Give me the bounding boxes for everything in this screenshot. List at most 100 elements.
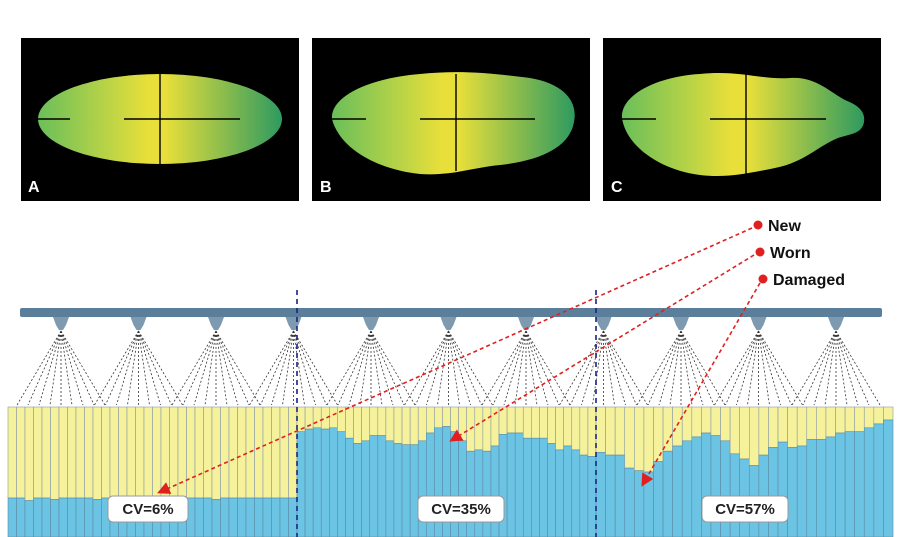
column-fill-s2-9 [369,435,379,537]
column-empty-s3-21 [796,406,808,447]
column-fill-s1-4 [41,497,51,537]
spray-line [426,330,449,406]
legend-dot-worn [755,247,765,257]
cv-text-3: CV=57% [715,501,775,518]
column-fill-s2-4 [329,427,338,537]
column-empty-s3-7 [662,406,673,452]
spray-line [658,330,682,406]
column-fill-s2-30 [539,437,548,537]
spray-pattern-b [331,72,575,175]
column-fill-s3-24 [825,436,836,537]
column-fill-s2-2 [312,427,322,537]
column-empty-s1-5 [50,406,60,500]
column-empty-s3-1 [605,406,616,456]
spray-line [758,330,792,406]
spray-line [204,330,217,406]
cv-label-3: CV=57% [701,495,789,523]
column-empty-s2-23 [482,406,492,452]
column-empty-s2-30 [539,406,548,439]
column-empty-s2-11 [385,406,395,442]
column-fill-s3-4 [634,470,645,537]
spray-line [824,330,837,406]
column-fill-s2-28 [522,437,532,537]
column-empty-s1-31 [271,406,281,499]
spray-line [736,330,759,406]
legend-arrows [157,227,761,494]
column-empty-s1-18 [160,406,170,499]
column-fill-s3-19 [777,441,788,537]
nozzle-1 [53,317,69,330]
column-fill-s2-10 [377,435,387,537]
spray-line [835,330,848,406]
nozzle-5 [363,317,379,330]
spray-cone-10 [714,330,803,406]
column-empty-s1-0 [7,406,17,499]
column-empty-s2-31 [547,406,556,444]
column-empty-s2-17 [434,406,443,429]
column-fill-s1-24 [211,498,221,537]
spray-cone-9 [636,330,726,406]
column-fill-s1-30 [262,497,272,537]
column-empty-s3-25 [835,406,846,434]
column-empty-s1-3 [33,406,43,499]
column-empty-s3-5 [643,406,654,473]
cv-label-1: CV=6% [107,495,189,523]
spray-line [215,330,250,406]
column-empty-s2-14 [409,406,419,446]
spray-line [415,330,449,406]
column-fill-s2-23 [482,450,492,537]
column-empty-s3-11 [701,406,712,434]
arrow-damaged [641,282,761,487]
column-empty-s3-0 [595,406,606,453]
column-empty-s3-16 [748,406,760,466]
cv-text-1: CV=6% [122,501,173,518]
column-fill-s1-27 [237,497,247,537]
column-empty-s2-19 [450,406,459,433]
spray-line [680,330,726,406]
column-empty-s3-24 [825,406,836,438]
legend: New Worn Damaged [753,218,845,289]
column-fill-s1-31 [271,497,281,537]
column-empty-s1-24 [211,406,221,500]
column-fill-s1-28 [245,497,255,537]
spray-line [603,330,626,406]
spray-line [370,330,394,406]
column-fill-s2-1 [304,428,314,537]
spray-line [282,330,294,406]
column-empty-s3-26 [844,406,855,433]
arrow-worn [449,254,755,442]
column-fill-s2-32 [555,449,564,537]
column-fill-s2-20 [458,440,468,537]
column-empty-s2-32 [555,406,564,451]
column-fill-s1-25 [220,497,230,537]
column-empty-s2-9 [369,406,379,436]
spray-line [359,330,372,406]
column-fill-s2-6 [345,437,354,537]
column-empty-s3-30 [883,406,894,421]
column-fill-s2-35 [579,454,589,537]
column-fill-s2-0 [296,431,306,537]
column-empty-s3-12 [710,406,721,436]
column-fill-s3-10 [691,436,702,537]
column-fill-s1-33 [288,497,298,537]
spray-line [581,330,604,406]
spray-line [49,330,62,406]
spray-line [348,330,372,406]
nozzle-2 [130,317,147,330]
panel-c: C [603,38,881,201]
spray-line [791,330,837,406]
spray-line [835,330,881,406]
column-fill-s1-22 [194,497,204,537]
column-fill-s3-23 [816,439,827,537]
column-fill-s1-7 [67,497,77,537]
spray-line [448,330,482,406]
spray-line [127,330,139,406]
column-fill-s3-8 [672,445,683,537]
nozzle-4 [285,317,302,330]
column-empty-s2-29 [531,406,540,439]
column-empty-s1-22 [194,406,204,499]
column-empty-s2-6 [345,406,354,439]
column-fill-s3-29 [873,423,884,537]
column-fill-s2-7 [353,443,362,537]
spray-line [592,330,604,406]
